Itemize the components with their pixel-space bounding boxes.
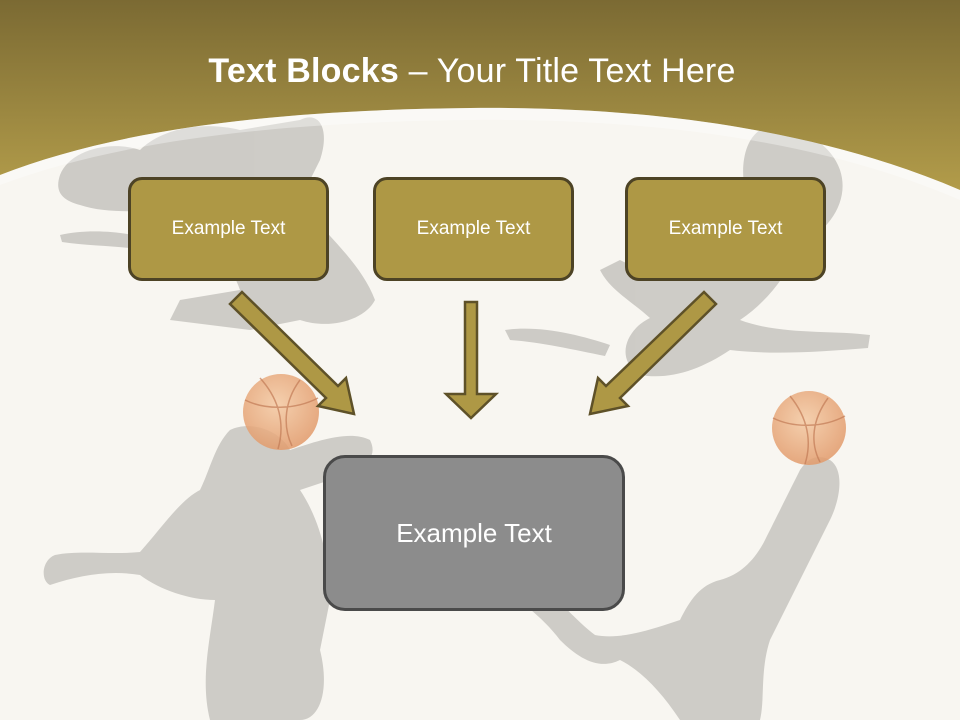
header-band-highlight: [0, 107, 960, 200]
text-block-right[interactable]: Example Text: [625, 177, 826, 281]
basketball-right: [772, 391, 846, 465]
page-title: Text Blocks – Your Title Text Here: [0, 52, 944, 91]
text-block-left[interactable]: Example Text: [128, 177, 329, 281]
title-rest-part: – Your Title Text Here: [398, 52, 736, 90]
header-band: [0, 0, 960, 190]
basketball-left: [243, 374, 319, 450]
text-block-center[interactable]: Example Text: [373, 177, 574, 281]
title-bold-part: Text Blocks: [208, 52, 399, 90]
text-block-bottom[interactable]: Example Text: [323, 455, 625, 611]
